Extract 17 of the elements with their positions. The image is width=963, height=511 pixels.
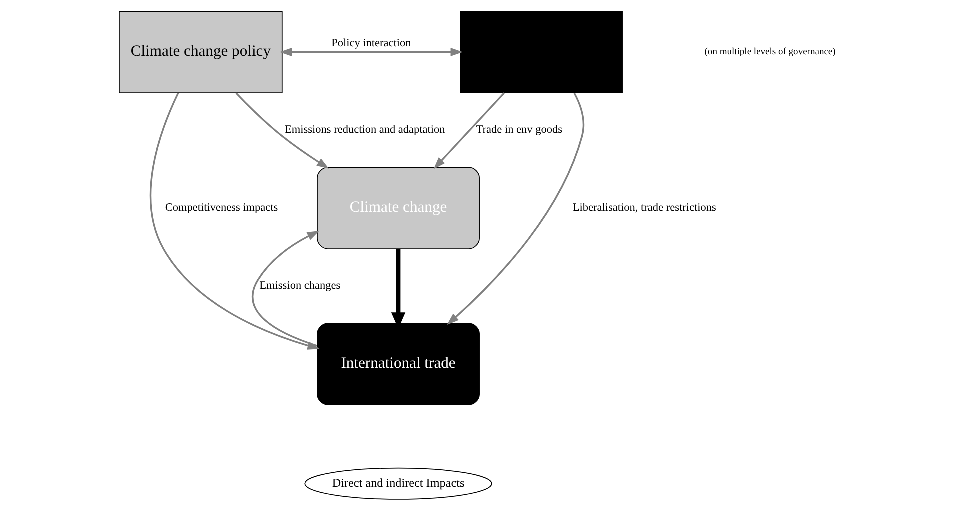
arrow — [150, 92, 320, 350]
arrow — [280, 48, 463, 57]
edge-label: Emission changes — [260, 280, 341, 292]
arrow — [252, 231, 320, 347]
arrow — [236, 92, 330, 169]
arrow — [447, 93, 585, 326]
label: (on multiple levels of governance) — [704, 48, 836, 58]
node-box: International trade — [317, 323, 480, 406]
arrow — [434, 92, 505, 170]
node-box: Climate change policy — [119, 11, 283, 94]
node-box — [460, 11, 623, 94]
edge-label: Policy interaction — [332, 38, 412, 50]
edge-label: Trade in env goods — [476, 124, 562, 136]
edge-label: Emissions reduction and adaptation — [285, 124, 446, 136]
edge-label: Liberalisation, trade restrictions — [572, 202, 716, 214]
node-ellipse: Direct and indirect Impacts — [304, 468, 492, 500]
edge-label: Competitiveness impacts — [165, 202, 278, 214]
